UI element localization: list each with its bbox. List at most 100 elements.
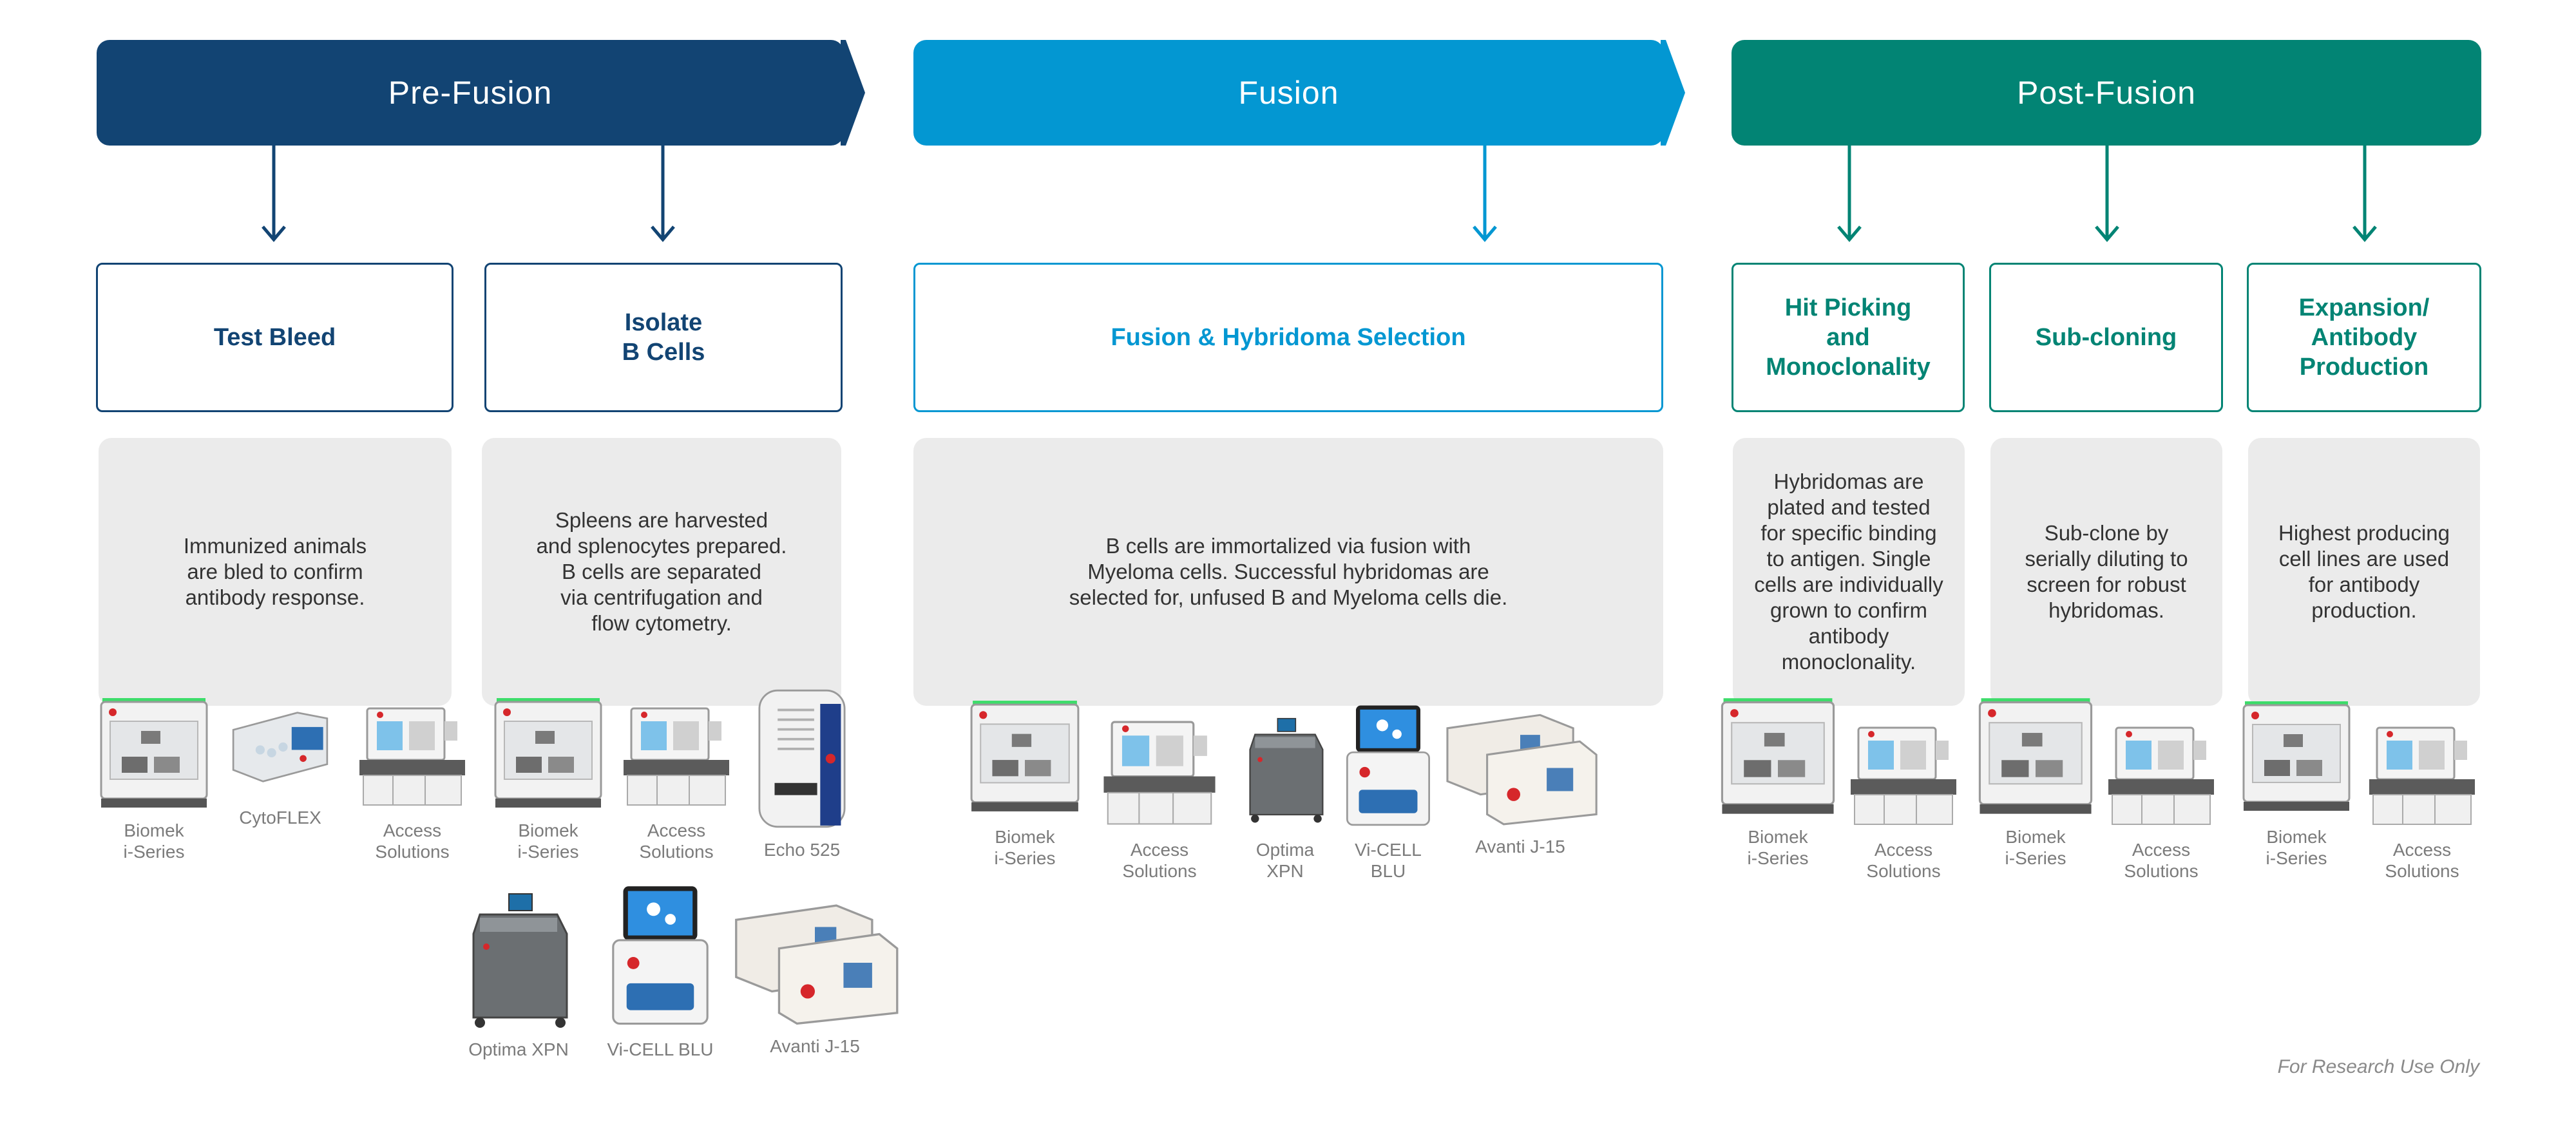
biomek-icon	[966, 696, 1083, 818]
banner-arrow-tip	[1661, 40, 1685, 146]
instrument-label: CytoFLEX	[239, 808, 321, 828]
instrument-label: i-Series	[123, 842, 185, 862]
desc-line: for antibody	[2308, 573, 2420, 596]
stage-test-bleed: Test Bleed	[96, 263, 453, 412]
instrument-avanti: Avanti J-15	[725, 898, 905, 1057]
instrument-label: Solutions	[639, 842, 714, 862]
instrument-optima: Optima XPN	[461, 889, 577, 1060]
avanti-icon	[725, 898, 905, 1027]
desc-line: Myeloma cells. Successful hybridomas are	[1087, 560, 1489, 583]
instrument-label: Vi-CELL	[1355, 840, 1422, 860]
phase-banner-pre-fusion: Pre-Fusion	[97, 40, 844, 146]
desc-line: selected for, unfused B and Myeloma cell…	[1069, 585, 1508, 609]
desc-line: via centrifugation and	[560, 585, 763, 609]
stage-title-line: Monoclonality	[1766, 354, 1931, 381]
instrument-echo: Echo 525	[747, 681, 857, 860]
stage-title-line: and	[1826, 324, 1870, 351]
stage-title-line: Production	[2299, 354, 2429, 381]
stage-isolate-b-cells: Isolate B Cells	[484, 263, 843, 412]
instrument-label: Access	[2392, 840, 2452, 860]
instrument-label: Biomek	[2005, 827, 2066, 847]
footer-note: For Research Use Only	[2277, 1056, 2479, 1077]
instrument-label: Avanti J-15	[1475, 837, 1565, 857]
instrument-label: Access	[383, 820, 442, 840]
instrument-label: Biomek	[2266, 827, 2327, 847]
desc-line: production.	[2311, 598, 2417, 622]
instrument-label: i-Series	[517, 842, 579, 862]
instrument-label: Echo 525	[763, 840, 841, 860]
optima-icon	[461, 889, 577, 1030]
desc-line: serially diluting to	[2025, 547, 2188, 571]
desc-line: B cells are immortalized via fusion with	[1105, 534, 1471, 558]
echo-icon	[747, 681, 857, 836]
desc-line: Immunized animals	[183, 534, 367, 558]
cytoflex-icon	[219, 696, 341, 799]
instrument-label: Vi-CELL BLU	[607, 1039, 714, 1059]
desc-line: monoclonality.	[1781, 650, 1916, 674]
instrument-cytoflex: CytoFLEX	[219, 696, 341, 828]
phase-banner-post-fusion: Post-Fusion	[1732, 40, 2481, 146]
access-icon	[1839, 715, 1968, 831]
stage-title-line: Antibody	[2311, 324, 2418, 351]
biomek-icon	[95, 696, 213, 811]
access-icon	[348, 696, 477, 811]
instrument-label: XPN	[1266, 861, 1304, 881]
instrument-label: Solutions	[1122, 861, 1197, 881]
avanti-icon	[1436, 708, 1604, 828]
desc-expansion: Highest producing cell lines are used fo…	[2248, 438, 2480, 706]
phase-title: Post-Fusion	[2017, 75, 2196, 111]
desc-line: Hybridomas are	[1773, 469, 1924, 493]
instrument-label: Access	[1874, 840, 1933, 860]
desc-fusion: B cells are immortalized via fusion with…	[913, 438, 1663, 706]
instrument-label: i-Series	[1747, 848, 1809, 868]
instrument-label: i-Series	[2005, 848, 2066, 868]
instrument-label: Solutions	[1866, 861, 1941, 881]
desc-line: antibody	[1808, 624, 1889, 648]
desc-line: and splenocytes prepared.	[536, 534, 787, 558]
stage-title: Sub-cloning	[2035, 324, 2177, 351]
stage-title-line: Expansion/	[2298, 294, 2430, 321]
desc-line: Sub-clone by	[2044, 521, 2169, 545]
instrument-label: Solutions	[2124, 861, 2199, 881]
desc-line: B cells are separated	[561, 560, 761, 583]
instrument-label: BLU	[1370, 861, 1406, 881]
stage-title: Fusion & Hybridoma Selection	[1111, 324, 1466, 351]
phase-banner-fusion: Fusion	[913, 40, 1664, 146]
flow-arrows	[262, 146, 2377, 242]
vicell-icon	[596, 882, 725, 1030]
instrument-vicell: Vi-CELL BLU	[596, 882, 725, 1060]
instrument-label: Biomek	[1748, 827, 1808, 847]
biomek-icon	[2238, 696, 2354, 818]
instrument-label: Solutions	[375, 842, 450, 862]
desc-line: plated and tested	[1767, 495, 1931, 519]
stage-title: Test Bleed	[213, 324, 336, 351]
desc-line: hybridomas.	[2048, 598, 2164, 622]
desc-hit-picking: Hybridomas are plated and tested for spe…	[1733, 438, 1965, 706]
desc-line: antibody response.	[185, 585, 365, 609]
access-icon	[2097, 715, 2226, 831]
desc-line: for specific binding	[1760, 521, 1937, 545]
instrument-label: i-Series	[2266, 848, 2327, 868]
instrument-label: Avanti J-15	[770, 1036, 860, 1056]
stage-title-line: Hit Picking	[1784, 294, 1912, 321]
stage-fusion-hybridoma: Fusion & Hybridoma Selection	[913, 263, 1663, 412]
instrument-label: Optima	[1255, 840, 1315, 860]
desc-test-bleed: Immunized animals are bled to confirm an…	[99, 438, 452, 706]
banner-arrow-tip	[841, 40, 865, 146]
biomek-icon	[1974, 696, 2097, 818]
stage-title-line: Isolate	[624, 309, 703, 336]
stage-sub-cloning: Sub-cloning	[1989, 263, 2223, 412]
desc-line: cells are individually	[1754, 573, 1943, 596]
instrument-label: Access	[647, 820, 706, 840]
instrument-label: Biomek	[124, 820, 184, 840]
